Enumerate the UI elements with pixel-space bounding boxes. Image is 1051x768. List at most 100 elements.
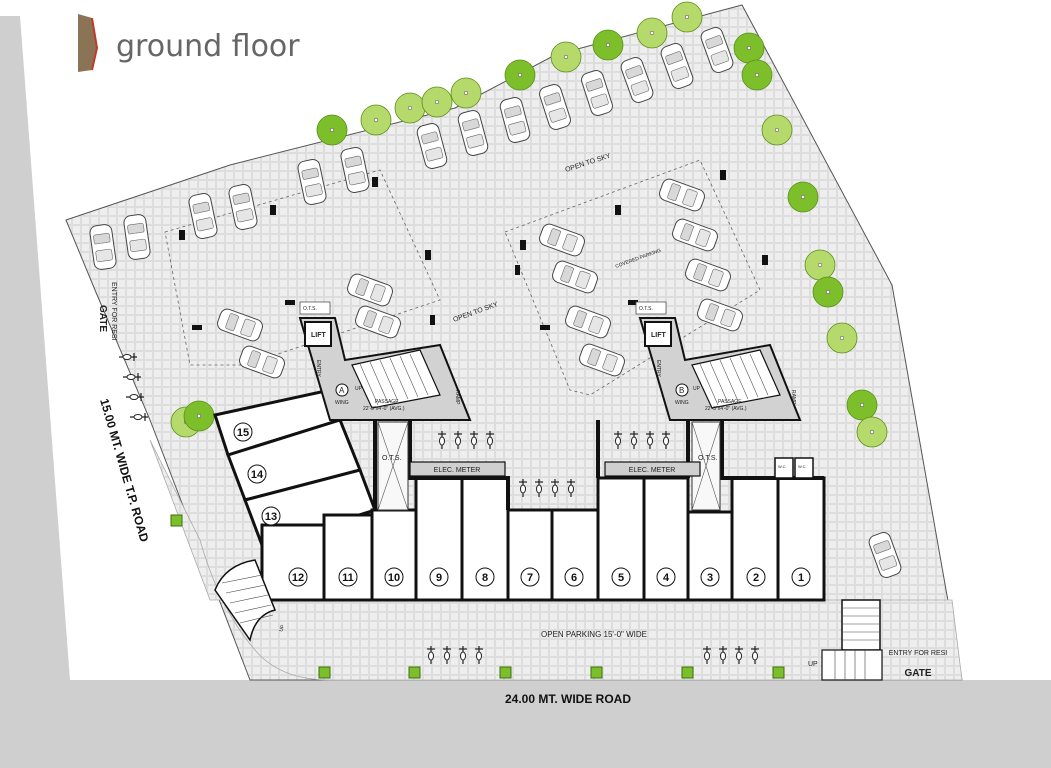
wing-a-ots: O.T.S.: [303, 306, 317, 312]
shop-number-circle: [288, 567, 308, 587]
wing-a-up: UP: [355, 386, 363, 392]
bottom-road: [0, 680, 1051, 768]
tree-center: [463, 90, 469, 96]
parked-bike: [125, 392, 145, 402]
shop-number: 14: [251, 469, 264, 481]
tree-center: [869, 429, 875, 435]
wing-a-lift: LIFT: [311, 332, 326, 339]
bollard-layer: [170, 514, 785, 679]
tree-center: [684, 14, 690, 20]
wing-a-entry: ENTRY: [315, 360, 321, 378]
shop-number: 6: [571, 572, 577, 584]
shop-number: 12: [292, 572, 304, 584]
tree-center: [754, 72, 760, 78]
wing-a-passage-dim: 22'-3"x4'-0" (AVG.): [363, 406, 405, 412]
shop-number-circle: [475, 567, 495, 587]
shop-number: 9: [436, 572, 442, 584]
shop-number: 10: [388, 572, 400, 584]
right-entry-label: ENTRY FOR RESI: [889, 650, 948, 657]
courtyard-left: [164, 169, 441, 366]
open-parking-area: [149, 439, 963, 681]
shop-number-circle: [429, 567, 449, 587]
ots-a-label: O.T.S.: [382, 455, 402, 462]
left-stair-up: UP: [278, 623, 286, 632]
shop-number: 3: [707, 572, 713, 584]
wc-2-label: W.C.: [798, 464, 807, 469]
left-gate-label: GATE: [97, 305, 108, 332]
tree-layer: [170, 1, 888, 448]
shop-number-circle: [656, 567, 676, 587]
column-layer: [179, 170, 768, 330]
wing-b-ramp: RAMP: [790, 390, 796, 405]
wc-1-label: W.C.: [778, 464, 787, 469]
wing-b-letter: B: [679, 386, 684, 395]
open-parking-label: OPEN PARKING 15'-0" WIDE: [541, 630, 647, 639]
wing-b-passage: PASSAGE: [718, 399, 742, 405]
tree-center: [517, 72, 523, 78]
tree-center: [407, 105, 413, 111]
tree-center: [817, 262, 823, 268]
tree-center: [746, 45, 752, 51]
shop-number-circle: [746, 567, 766, 587]
left-staircase: [214, 559, 277, 642]
wing-b-lift: LIFT: [651, 332, 666, 339]
shop-number: 8: [482, 572, 488, 584]
shop-number-circle: [520, 567, 540, 587]
shop-number: 13: [265, 511, 277, 523]
left-road: [0, 16, 70, 680]
tree-center: [373, 117, 379, 123]
wing-a-core: [298, 301, 472, 421]
right-gate-label: GATE: [904, 668, 931, 679]
left-entry-label: ENTRY FOR RESI: [110, 282, 117, 341]
tree-center: [774, 127, 780, 133]
wing-a-passage: PASSAGE: [375, 399, 399, 405]
tree-center: [859, 402, 865, 408]
shop-number: 2: [753, 572, 759, 584]
shop-number-circle: [611, 567, 631, 587]
wing-b-entry: ENTRY: [655, 360, 661, 378]
title-logo: [78, 14, 97, 72]
tree-center: [434, 99, 440, 105]
shop-number: 7: [527, 572, 533, 584]
wing-a-wing-label: WING: [335, 400, 349, 406]
tree-center: [800, 194, 806, 200]
ots-b-label: O.T.S.: [698, 455, 718, 462]
shop-number-circle: [247, 464, 267, 484]
tree-center: [649, 30, 655, 36]
shop-number: 11: [342, 572, 354, 584]
wing-b-core: [635, 301, 802, 421]
parked-bike: [122, 372, 142, 382]
shop-number-circle: [700, 567, 720, 587]
tree-center: [605, 42, 611, 48]
tree-center: [839, 335, 845, 341]
wing-b-wing-label: WING: [675, 400, 689, 406]
shop-number: 4: [663, 572, 670, 584]
right-stair-up: UP: [808, 661, 818, 668]
shop-number-circle: [791, 567, 811, 587]
tree-center: [329, 127, 335, 133]
wing-a-ramp: RAMP: [454, 390, 460, 405]
wing-b-ots: O.T.S.: [639, 306, 653, 312]
tree-center: [563, 54, 569, 60]
page-title: ground floor: [116, 29, 300, 64]
shop-number: 5: [618, 572, 624, 584]
shop-number-circle: [338, 567, 358, 587]
wing-b-up: UP: [693, 386, 701, 392]
left-road-label: 15.00 MT. WIDE T.P. ROAD: [97, 397, 151, 544]
shop-number-circle: [261, 506, 281, 526]
shop-number-circle: [233, 422, 253, 442]
wing-b-passage-dim: 22'-3"x4'-0" (AVG.): [705, 406, 747, 412]
parked-bike: [129, 412, 149, 422]
shop-number-circle: [384, 567, 404, 587]
right-staircase: [821, 599, 883, 681]
shop-number: 15: [237, 427, 249, 439]
elec-meter-b-label: ELEC. METER: [629, 467, 676, 474]
title-logo-accent: [91, 17, 99, 71]
bottom-road-label: 24.00 MT. WIDE ROAD: [505, 692, 631, 706]
shop-number: 1: [798, 572, 804, 584]
shop-number-circle: [564, 567, 584, 587]
elec-meter-a-label: ELEC. METER: [434, 467, 481, 474]
tree-center: [196, 413, 202, 419]
